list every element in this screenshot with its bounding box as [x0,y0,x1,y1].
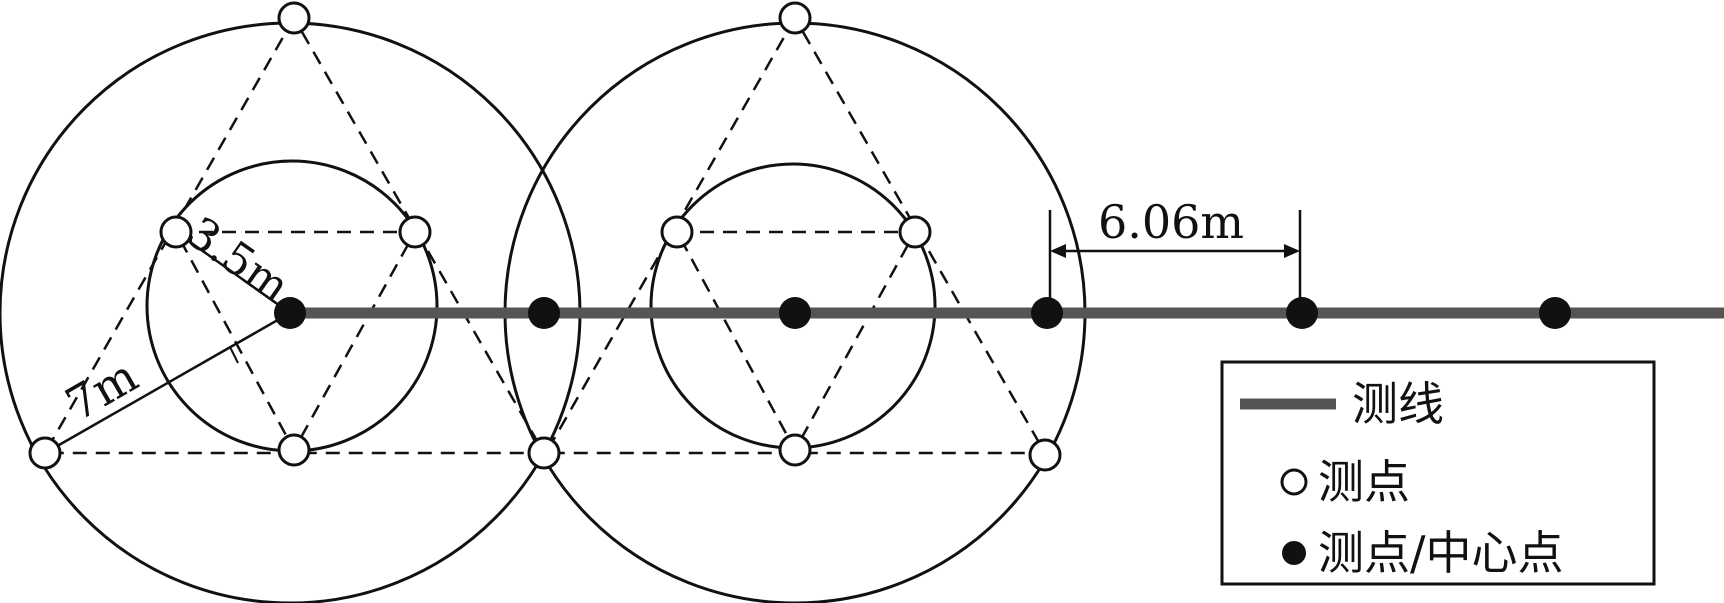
open-point [398,215,432,249]
open-point [28,436,62,470]
filled-point [528,297,560,329]
filled-point [1031,297,1063,329]
radius-line-outer [44,311,291,455]
filled-point [779,297,811,329]
radius-label-outer: 7m [57,348,147,431]
filled-point [274,297,306,329]
filled-point [1539,297,1571,329]
legend-label-filled-point: 测点/中心点 [1318,526,1564,580]
legend-open-circle-symbol [1280,468,1308,496]
radius-label-inner: 3.5m [178,207,299,313]
spacing-label: 6.06m [1098,195,1244,249]
open-point [527,436,561,470]
open-point [159,215,193,249]
spacing-dimension [1048,210,1302,313]
open-point [660,215,694,249]
legend-filled-circle-symbol [1282,541,1306,565]
open-point [1028,438,1062,472]
radius-tick [229,346,239,364]
radius-line-inner [175,230,291,315]
open-points [28,1,1062,472]
legend-label-open-point: 测点 [1318,455,1410,509]
open-point [277,1,311,35]
open-point [778,433,812,467]
filled-point [1286,297,1318,329]
open-point [277,433,311,467]
open-point [898,215,932,249]
open-point [778,1,812,35]
filled-points [274,297,1571,329]
legend-label-line: 测线 [1352,377,1444,431]
legend: 测线 测点 测点/中心点 [1220,360,1656,586]
